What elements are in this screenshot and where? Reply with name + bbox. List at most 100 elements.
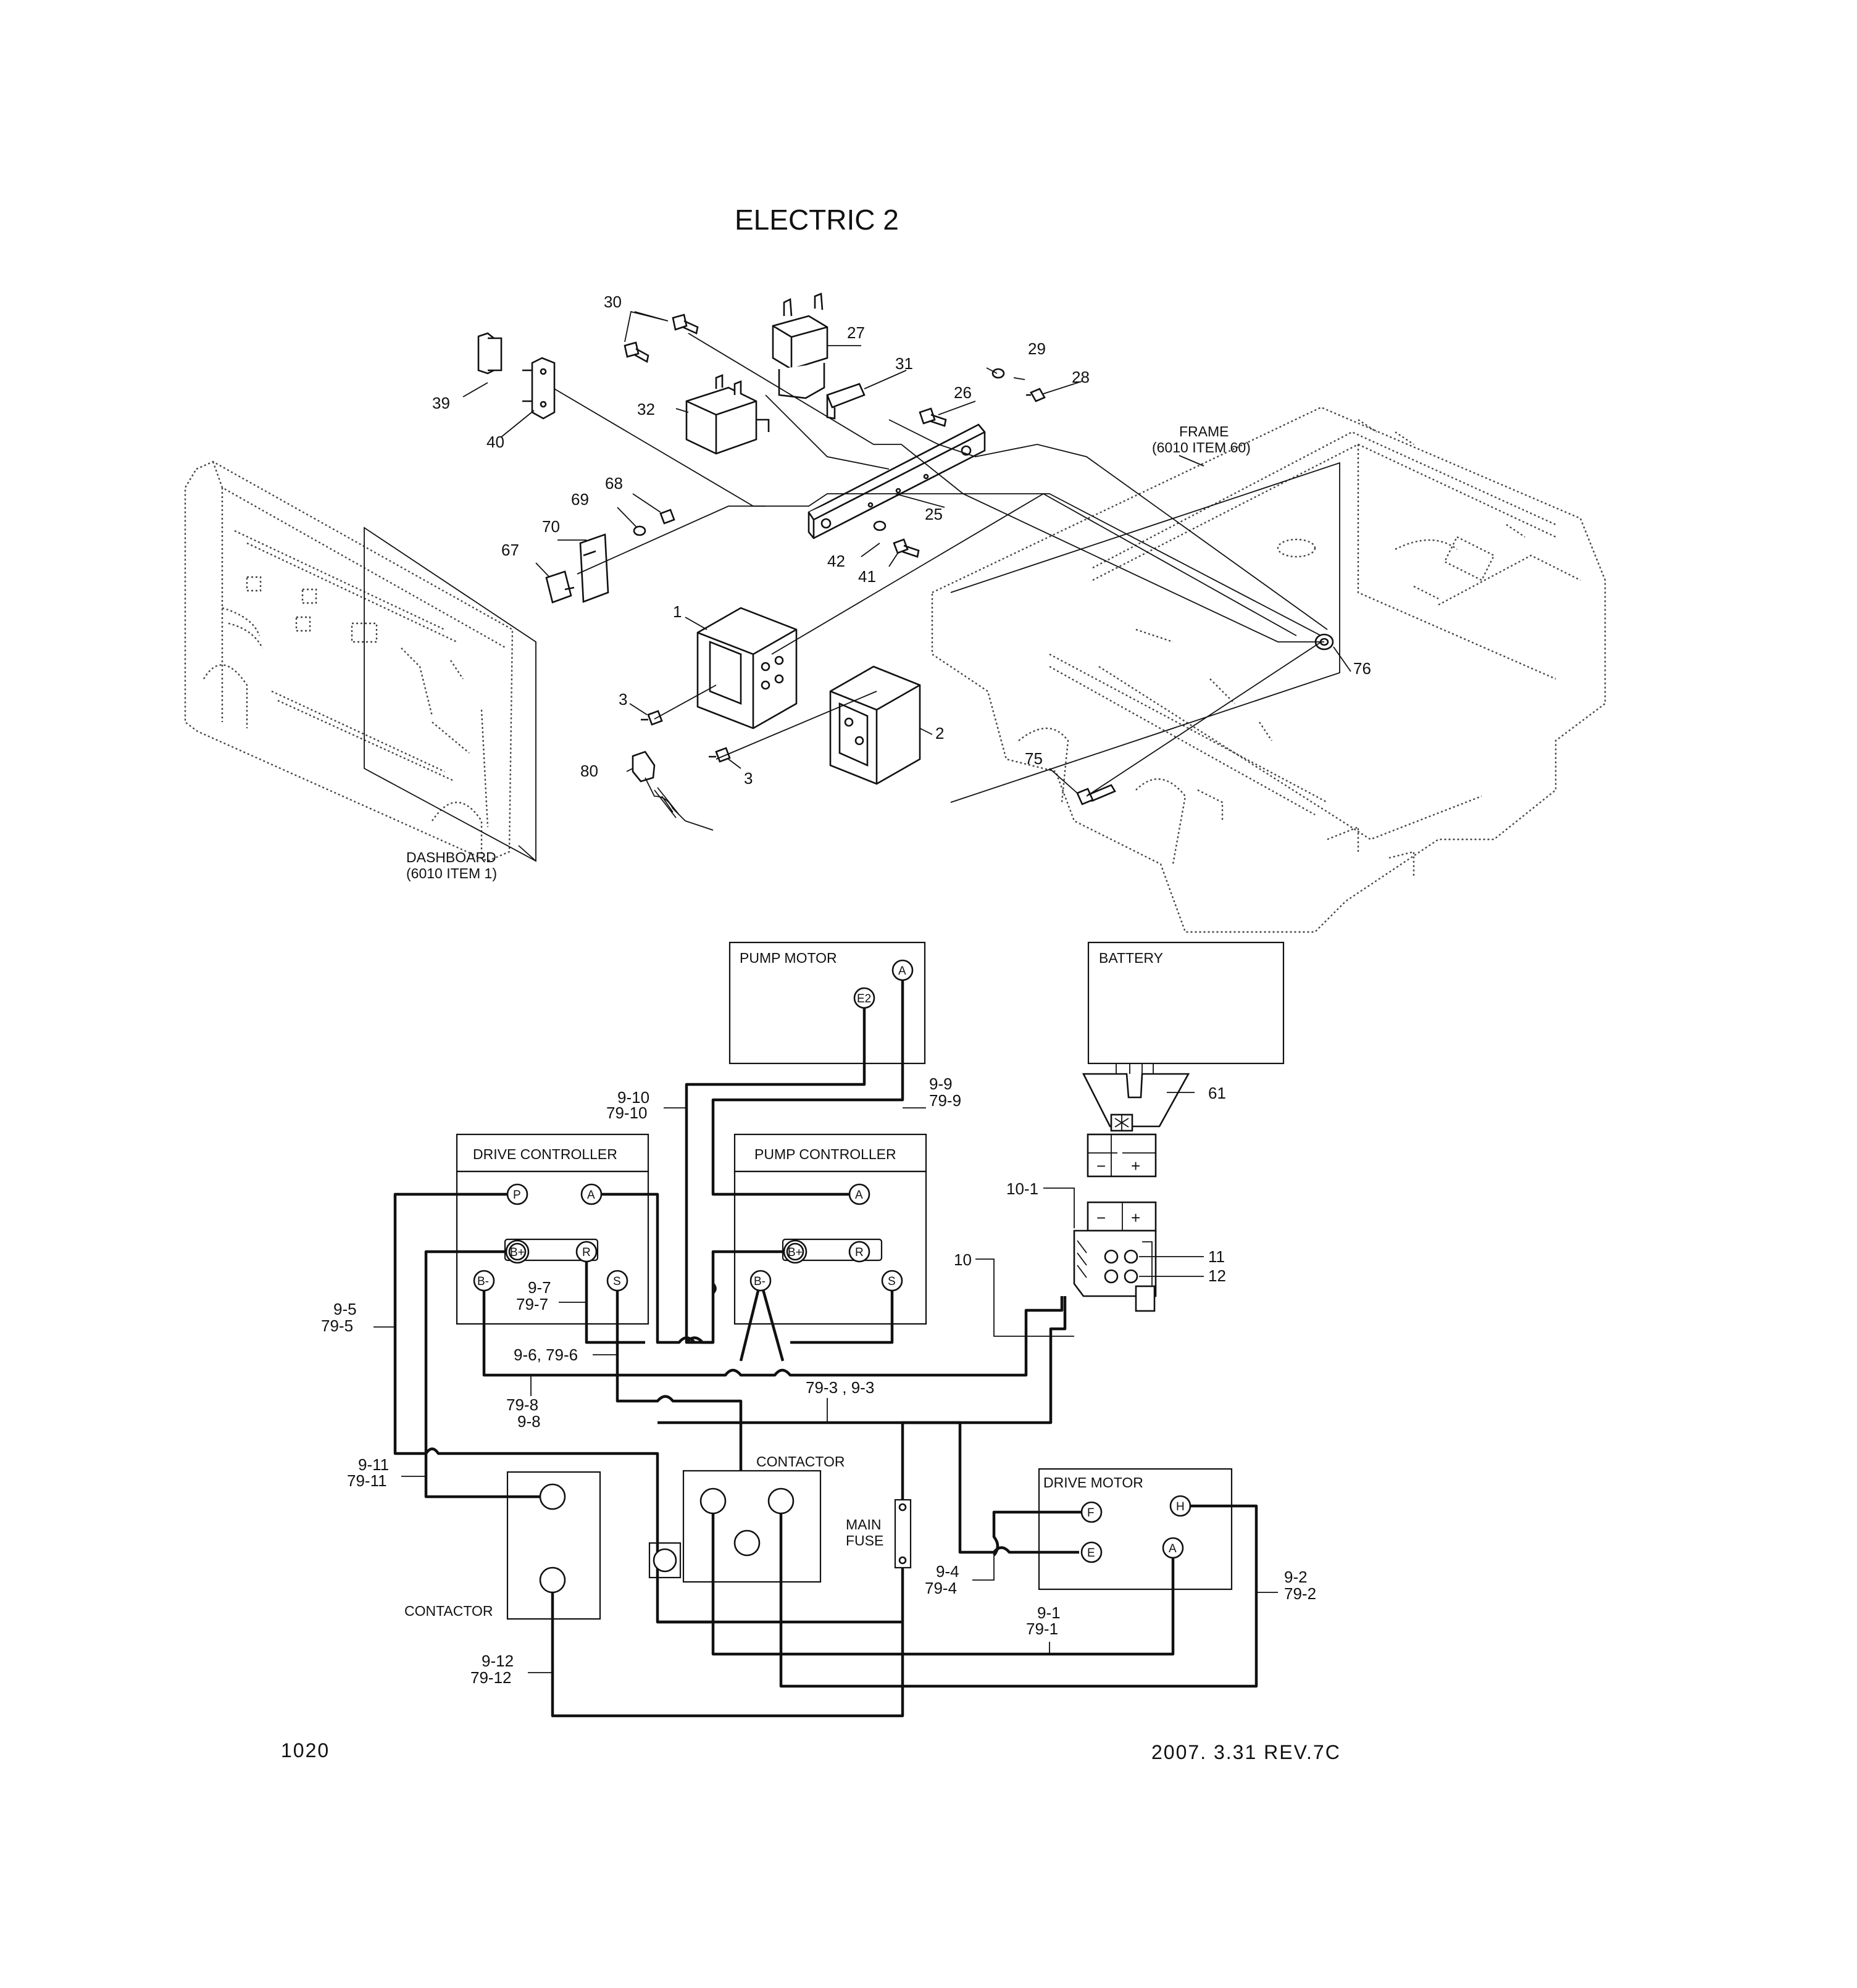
- part-41-bolt: [893, 538, 920, 558]
- contactor-center-label: CONTACTOR: [756, 1454, 845, 1470]
- svg-text:B-: B-: [754, 1275, 766, 1288]
- svg-text:12: 12: [1208, 1266, 1226, 1285]
- callout-29: 29: [1028, 339, 1046, 358]
- svg-text:9-12: 9-12: [482, 1652, 514, 1670]
- svg-text:B+: B+: [510, 1246, 525, 1259]
- svg-text:79-4: 79-4: [925, 1579, 957, 1597]
- wire-leaders: [373, 1092, 1278, 1673]
- callout-30: 30: [604, 293, 622, 311]
- callout-68: 68: [605, 474, 623, 493]
- svg-text:79-11: 79-11: [347, 1471, 387, 1490]
- part-28-screw: [1026, 388, 1046, 402]
- svg-text:9-10: 9-10: [617, 1088, 649, 1107]
- dashboard-label-ref: (6010 ITEM 1): [406, 865, 497, 881]
- svg-text:79-10: 79-10: [606, 1104, 648, 1122]
- battery-connector: [1073, 1063, 1190, 1312]
- svg-text:9-11: 9-11: [358, 1455, 389, 1474]
- callout-1: 1: [673, 602, 682, 621]
- pump-controller-label: PUMP CONTROLLER: [754, 1146, 896, 1162]
- svg-text:9-4: 9-4: [936, 1562, 959, 1581]
- svg-text:9-9: 9-9: [929, 1075, 953, 1093]
- part-75-bolt: [1076, 784, 1116, 805]
- callout-32: 32: [637, 400, 655, 418]
- svg-text:R: R: [582, 1246, 591, 1259]
- svg-text:61: 61: [1208, 1084, 1226, 1102]
- drive-bplus-r-bar: [504, 1238, 599, 1262]
- svg-text:79-9: 79-9: [929, 1091, 961, 1110]
- callout-31: 31: [895, 354, 913, 373]
- callout-3b: 3: [744, 769, 753, 788]
- svg-text:79-5: 79-5: [321, 1316, 353, 1335]
- svg-text:+: +: [1131, 1157, 1140, 1175]
- callout-70: 70: [542, 517, 560, 536]
- svg-text:79-2: 79-2: [1284, 1584, 1316, 1603]
- pump-controller-box: [733, 1170, 927, 1325]
- svg-text:A: A: [898, 965, 906, 978]
- dashboard-panel-outline: [364, 526, 536, 862]
- callout-28: 28: [1072, 368, 1090, 386]
- callout-3a: 3: [619, 690, 627, 709]
- pump-motor-label: PUMP MOTOR: [740, 950, 837, 966]
- callout-2: 2: [935, 724, 944, 742]
- contactor-left-label: CONTACTOR: [404, 1603, 493, 1619]
- callout-numbers: 30 27 31 29 28 26 32 39 40 25 42 41 68 6…: [432, 293, 1371, 788]
- svg-text:S: S: [888, 1275, 896, 1288]
- svg-text:+: +: [1131, 1208, 1140, 1227]
- pump-bplus-r-bar: [782, 1238, 883, 1262]
- svg-text:A: A: [1169, 1542, 1177, 1555]
- callout-25: 25: [925, 505, 943, 523]
- dashboard-outline: [184, 460, 514, 862]
- svg-text:A: A: [587, 1189, 595, 1202]
- svg-text:79-1: 79-1: [1026, 1620, 1058, 1638]
- svg-text:B-: B-: [477, 1275, 489, 1288]
- part-1-controller: [696, 607, 798, 730]
- wire-labels: 9-10 79-10 9-9 79-9 9-5 79-5 9-7 79-7 9-…: [321, 1075, 1316, 1687]
- wiring: [393, 970, 1258, 1718]
- svg-text:11: 11: [1208, 1247, 1225, 1266]
- svg-text:R: R: [855, 1246, 864, 1259]
- svg-text:−: −: [1096, 1208, 1106, 1227]
- svg-text:79-7: 79-7: [516, 1295, 548, 1313]
- part-68-screw: [659, 509, 675, 525]
- part-67-switch: [545, 570, 575, 604]
- callout-42: 42: [827, 552, 845, 570]
- leader-lines: [462, 310, 1351, 862]
- svg-text:79-12: 79-12: [470, 1668, 512, 1687]
- part-80-sensor: [632, 751, 714, 831]
- svg-text:F: F: [1087, 1507, 1095, 1520]
- svg-text:10: 10: [954, 1250, 972, 1269]
- callout-75: 75: [1025, 749, 1043, 768]
- svg-text:9-5: 9-5: [333, 1300, 357, 1318]
- connector-signs: − + − +: [1096, 1157, 1140, 1227]
- part-3-screw-a: [641, 710, 663, 726]
- callout-26: 26: [954, 383, 972, 402]
- drive-controller-label: DRIVE CONTROLLER: [473, 1146, 617, 1162]
- main-fuse: [894, 1499, 912, 1569]
- terminals: E2 A P A B+ R B- S A B+ R B- S F H E A: [473, 959, 1191, 1594]
- battery-label: BATTERY: [1099, 950, 1163, 966]
- part-32-contactor: [685, 374, 770, 455]
- part-69-washer: [633, 525, 646, 536]
- svg-text:B+: B+: [788, 1246, 803, 1259]
- contactor-center-box: [682, 1470, 822, 1583]
- callout-39: 39: [432, 394, 450, 412]
- svg-text:79-8: 79-8: [506, 1395, 538, 1414]
- part-31-bracket: [826, 383, 866, 420]
- callout-67: 67: [501, 541, 519, 559]
- drive-controller-box: [456, 1170, 649, 1325]
- main-fuse-label-2: FUSE: [846, 1533, 883, 1549]
- frame-label-ref: (6010 ITEM 60): [1152, 439, 1251, 455]
- svg-text:−: −: [1096, 1157, 1106, 1175]
- svg-text:79-3 , 9-3: 79-3 , 9-3: [806, 1378, 874, 1397]
- page-number: 1020: [281, 1739, 330, 1761]
- battery-box: [1087, 941, 1285, 1065]
- part-29-washer: [991, 368, 1005, 379]
- part-39-bracket: [477, 332, 503, 375]
- svg-text:S: S: [613, 1275, 621, 1288]
- svg-text:10-1: 10-1: [1006, 1179, 1038, 1198]
- svg-text:H: H: [1176, 1500, 1185, 1513]
- drive-motor-box: [1038, 1468, 1233, 1591]
- svg-text:9-2: 9-2: [1284, 1568, 1308, 1586]
- page-title: ELECTRIC 2: [735, 204, 899, 236]
- svg-text:E: E: [1087, 1547, 1095, 1560]
